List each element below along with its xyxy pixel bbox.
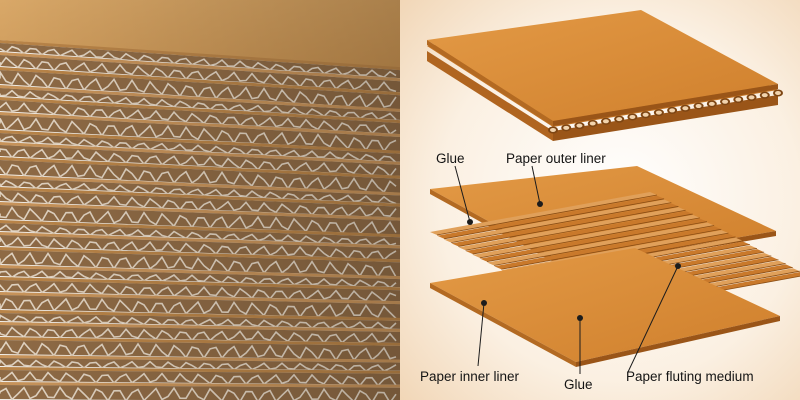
fluting-medium-label: Paper fluting medium: [626, 369, 754, 384]
leader-dots: [467, 201, 681, 321]
glue-bottom-label: Glue: [564, 377, 593, 392]
assembled-board: [427, 10, 783, 141]
corrugated-stack-photo: [0, 0, 400, 400]
inner-liner-label: Paper inner liner: [420, 369, 520, 384]
glue-top-label: Glue: [436, 151, 465, 166]
exploded-diagram: [400, 0, 800, 400]
outer-liner-label: Paper outer liner: [506, 151, 606, 166]
inner-liner-sheet: [430, 248, 780, 367]
leader-lines: [454, 165, 679, 374]
